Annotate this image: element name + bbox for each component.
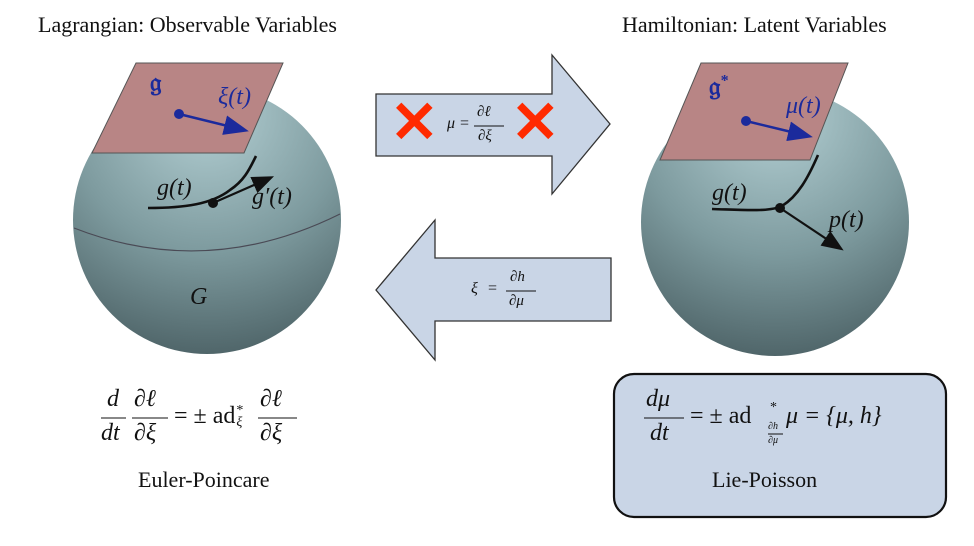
lie-poisson-caption: Lie-Poisson — [712, 467, 818, 492]
blocked-mark-left: ✕ — [390, 90, 439, 155]
ep-d-num: d — [107, 386, 119, 412]
backward-arrow-shape — [375, 218, 612, 362]
lp-sub-den: ∂μ — [768, 435, 778, 446]
left-group-curve — [147, 155, 258, 210]
right-momentum-label: p(t) — [829, 207, 864, 233]
forward-den: ∂ξ — [478, 128, 492, 144]
lp-operator-star: * — [770, 400, 777, 415]
ep-r-den: ∂ξ — [260, 420, 283, 446]
ep-operator: = ± ad*ξ — [174, 403, 244, 431]
right-mu-vector — [745, 119, 813, 142]
left-algebra-label: 𝔤 — [150, 68, 162, 97]
lp-lhs-num: dμ — [646, 386, 671, 412]
forward-lhs: μ — [447, 115, 456, 132]
left-curve-label: g(t) — [157, 175, 192, 201]
lp-lhs-den: dt — [650, 420, 669, 446]
backward-num: ∂h — [510, 269, 525, 285]
right-algebra-label: 𝔤* — [709, 72, 729, 101]
euler-poincare-caption: Euler-Poincare — [138, 467, 270, 492]
backward-den: ∂μ — [509, 293, 524, 309]
left-tangent-vector — [212, 176, 275, 205]
backward-eq: = — [488, 280, 498, 297]
forward-arrow — [375, 53, 611, 196]
right-mu-label: μ(t) — [786, 93, 821, 119]
right-momentum-vector — [779, 207, 844, 251]
lie-poisson-box — [612, 372, 948, 519]
ep-l-num: ∂ℓ — [134, 386, 156, 412]
left-sphere-equator — [73, 213, 341, 252]
forward-eq: = — [460, 115, 470, 132]
left-xi-label: ξ(t) — [218, 84, 251, 110]
right-curve-label: g(t) — [712, 180, 747, 206]
backward-lhs: ξ — [471, 280, 478, 297]
lagrangian-title: Lagrangian: Observable Variables — [38, 12, 337, 37]
left-group-label: G — [190, 284, 208, 310]
lp-rhs: μ = {μ, h} — [786, 403, 882, 429]
left-sphere-group — [73, 62, 341, 354]
ep-l-den: ∂ξ — [134, 420, 157, 446]
ep-r-num: ∂ℓ — [260, 386, 282, 412]
forward-arrow-shape — [375, 53, 611, 196]
lp-operator: = ± ad — [690, 403, 752, 429]
lp-sub-num: ∂h — [768, 421, 778, 432]
blocked-mark-right: ✕ — [511, 90, 560, 155]
right-sphere-group — [641, 62, 909, 356]
forward-num: ∂ℓ — [477, 104, 491, 120]
left-xi-vector — [178, 112, 249, 135]
left-tangent-label: g′(t) — [252, 184, 292, 210]
fraction-bars — [101, 125, 783, 435]
hamiltonian-title: Hamiltonian: Latent Variables — [622, 12, 887, 37]
ep-d-den: dt — [101, 420, 120, 446]
backward-arrow — [375, 218, 612, 362]
